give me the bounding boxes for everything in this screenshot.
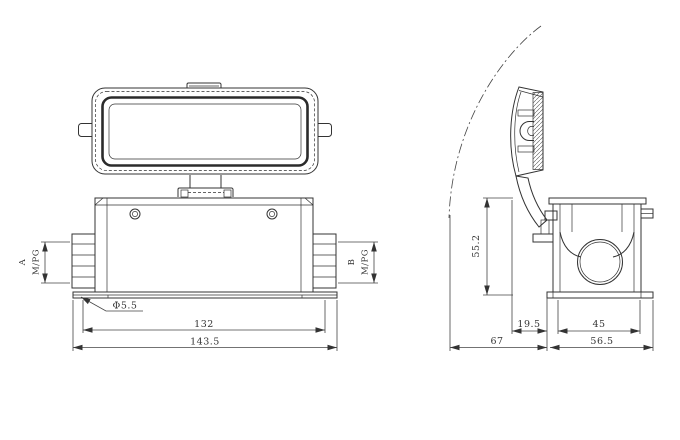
cover-open-hatch-panel	[532, 92, 544, 170]
dim-base-depth-label: 56.5	[590, 336, 613, 347]
hinge-pin	[544, 210, 558, 221]
dim-base-depth: 56.5	[550, 300, 654, 351]
dim-gland-b-thread: M/PG	[361, 249, 371, 275]
cover-neck	[177, 175, 234, 198]
cover-seal-ring	[101, 96, 309, 167]
cable-gland-a	[71, 233, 96, 289]
cover-hinge-arm	[515, 175, 548, 228]
dim-overall-depth: 67	[449, 215, 547, 351]
dim-body-height: 55.2	[471, 197, 513, 296]
screw-hole-right	[266, 208, 278, 220]
cover-open-rib-top	[517, 109, 535, 117]
hinge-foot	[532, 233, 554, 243]
cable-opening-outer	[577, 239, 623, 285]
cover-swing-arc	[448, 25, 542, 219]
front-view: A M/PG B M/PG Φ5.5 132 143.5	[18, 82, 378, 351]
cover-open-inner-face	[514, 91, 522, 173]
body-side-shoulder-left	[559, 231, 582, 258]
cable-gland-b	[312, 233, 337, 289]
dim-hinge-offset: 19.5	[511, 200, 548, 351]
dim-hole-diameter: Φ5.5	[80, 296, 143, 312]
dim-gland-b-letter: B	[347, 259, 357, 266]
cover-open-rib-bottom	[517, 145, 535, 153]
cover-latch-u-detail	[519, 121, 534, 141]
cover-inner-dashed-line	[95, 91, 315, 171]
dim-gland-a: A M/PG	[18, 241, 70, 284]
cover-right-tab	[316, 123, 332, 137]
dim-hole-diameter-label: Φ5.5	[113, 301, 138, 312]
cover-open-side	[510, 86, 558, 243]
screw-hole-left	[129, 208, 141, 220]
body-side-top-rim	[548, 197, 647, 205]
dim-hole-spacing-label: 132	[194, 319, 214, 330]
cover-left-tab	[78, 123, 94, 137]
dim-overall-width: 143.5	[72, 300, 338, 351]
side-view: 55.2 19.5 45 67 56.5	[448, 25, 654, 351]
body-front	[94, 197, 314, 293]
dim-gland-a-letter: A	[18, 258, 28, 266]
cover-top-tab	[186, 82, 222, 89]
dim-opening-width: 45	[557, 300, 641, 334]
mounting-flange-side	[546, 291, 654, 299]
cable-opening-inner	[579, 241, 621, 283]
dim-body-height-label: 55.2	[471, 234, 482, 257]
body-side-shoulder-right	[612, 231, 635, 258]
body-outline	[94, 197, 314, 293]
body-side	[546, 197, 654, 299]
dim-gland-b: B M/PG	[338, 241, 378, 284]
cover-outline	[91, 87, 319, 175]
dim-hinge-offset-label: 19.5	[517, 319, 540, 330]
cover-inner-face-line	[108, 103, 302, 160]
mounting-flange-front	[72, 291, 338, 299]
dim-overall-width-label: 143.5	[190, 337, 220, 348]
dim-gland-a-thread: M/PG	[32, 249, 42, 275]
dim-overall-depth-label: 67	[490, 336, 503, 347]
dim-hole-spacing: 132	[82, 300, 326, 333]
dim-opening-width-label: 45	[592, 319, 605, 330]
